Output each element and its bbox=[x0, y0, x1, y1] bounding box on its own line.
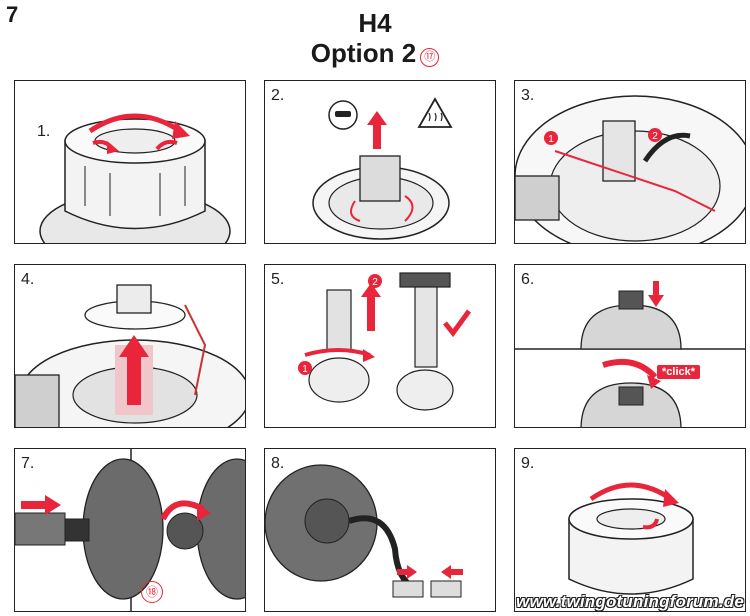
step-9-label: 9. bbox=[521, 455, 535, 472]
step-3-panel: 3. 1 2 bbox=[514, 80, 746, 244]
step-2-panel: 2. bbox=[264, 80, 496, 244]
step-3-marker-2: 2 bbox=[652, 131, 658, 142]
ref-number-18: ⑱ bbox=[141, 581, 163, 603]
step-5-label: 5. bbox=[271, 271, 285, 288]
click-badge: *click* bbox=[657, 365, 701, 379]
watermark: www.twingotuningforum.de bbox=[516, 592, 744, 611]
cap-refit-illustration bbox=[568, 482, 694, 595]
step-7-label: 7. bbox=[21, 455, 35, 472]
bulb-insert-illustration bbox=[15, 284, 245, 427]
bulb-removal-illustration bbox=[312, 97, 453, 240]
step-5-marker-1: 1 bbox=[302, 364, 308, 375]
page-number: 7 bbox=[6, 2, 19, 27]
step-4-panel: 4. bbox=[14, 264, 246, 428]
step-5-marker-2: 2 bbox=[372, 277, 378, 288]
led-bulb-illustration: 2 1 bbox=[298, 272, 472, 411]
headlight-install-illustration bbox=[15, 449, 245, 611]
step-8-panel: 8. bbox=[264, 448, 496, 612]
step-2-label: 2. bbox=[271, 87, 285, 104]
step-6-label: 6. bbox=[521, 271, 535, 288]
step-3-label: 3. bbox=[521, 87, 535, 104]
dust-cap-illustration bbox=[515, 281, 745, 427]
step-5-panel: 5. 2 1 bbox=[264, 264, 496, 428]
step-3-marker-1: 1 bbox=[548, 134, 554, 145]
headlight-cap-illustration bbox=[39, 113, 231, 243]
step-4-label: 4. bbox=[21, 271, 35, 288]
title-ref-number: ⑰ bbox=[420, 48, 440, 68]
clip-release-illustration: 1 2 bbox=[515, 95, 745, 243]
hot-surface-icon bbox=[417, 97, 453, 128]
step-9-panel: 9. bbox=[514, 448, 746, 612]
step-6-panel: 6. *click* bbox=[514, 264, 746, 428]
step-1-panel: 1. bbox=[14, 80, 246, 244]
title-option: Option 2 bbox=[310, 38, 417, 68]
step-8-label: 8. bbox=[271, 455, 285, 472]
connector-illustration bbox=[265, 464, 463, 598]
step-7-panel: 7. ⑱ bbox=[14, 448, 246, 612]
title-model: H4 bbox=[358, 8, 392, 38]
step-1-label: 1. bbox=[37, 123, 51, 140]
